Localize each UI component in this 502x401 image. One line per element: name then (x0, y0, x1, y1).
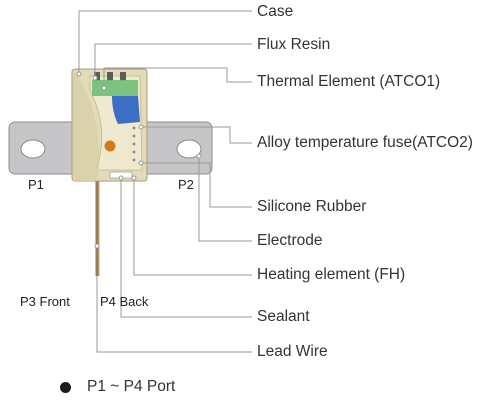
label-sealant: Sealant (257, 308, 310, 325)
port-label-p3: P3 Front (20, 294, 70, 309)
heating-element (104, 140, 116, 152)
legend-text: P1 ~ P4 Port (87, 378, 176, 395)
thermal-element (112, 96, 140, 124)
label-case: Case (257, 3, 294, 20)
label-electrode: Electrode (257, 232, 323, 249)
label-heating-element: Heating element (FH) (257, 266, 406, 283)
case-body (71, 68, 148, 182)
label-flux-resin: Flux Resin (257, 36, 331, 53)
leader-lines (78, 10, 252, 353)
label-thermal-element: Thermal Element (ATCO1) (257, 73, 441, 90)
label-silicone-rubber: Silicone Rubber (257, 198, 367, 215)
leader-dots (76, 71, 202, 249)
port-label-p2: P2 (178, 177, 194, 192)
p1-hole (20, 139, 46, 159)
bullet-icon (60, 381, 71, 393)
p2-hole (176, 139, 202, 159)
port-label-p1: P1 (28, 177, 44, 192)
lead-wire (95, 176, 100, 276)
port-legend: P1 ~ P4 Port (60, 378, 175, 396)
port-label-p4: P4 Back (100, 294, 149, 309)
label-alloy-fuse: Alloy temperature fuse(ATCO2) (257, 134, 473, 151)
label-lead-wire: Lead Wire (257, 343, 328, 360)
